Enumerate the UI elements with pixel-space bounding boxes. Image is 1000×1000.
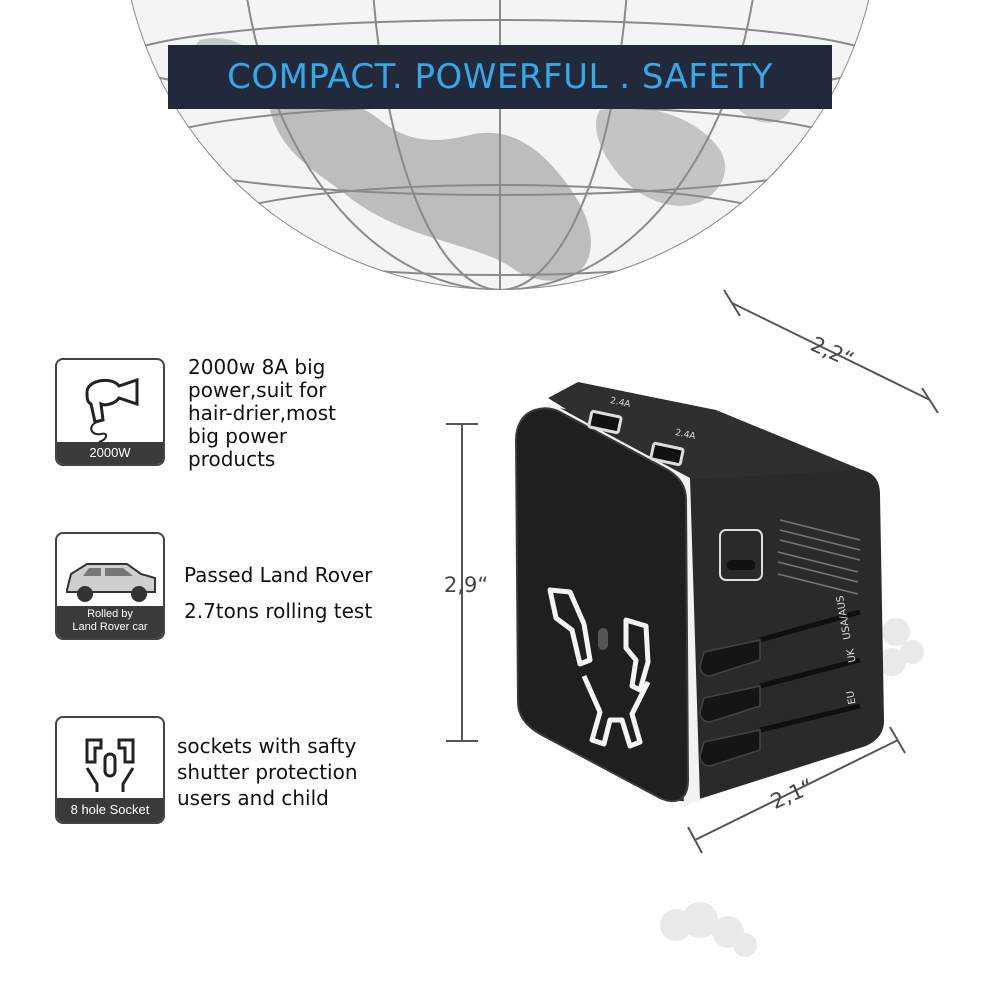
feature-text-line: shutter protection — [177, 760, 358, 784]
plug-slide-tracks — [759, 609, 861, 733]
cloud-decoration — [660, 618, 924, 957]
suv-car-graphic — [66, 563, 156, 602]
feature-description: Passed Land Rover 2.7tons rolling test — [184, 557, 372, 629]
socket-icon: 8 hole Socket — [55, 716, 165, 824]
feature-text-line: sockets with safty — [177, 734, 357, 758]
feature-caption-line: 2000W — [89, 445, 131, 460]
plug-slider-tabs — [699, 639, 761, 767]
feature-caption: Rolled by Land Rover car — [57, 606, 163, 638]
feature-caption-line: 8 hole Socket — [70, 802, 150, 817]
feature-text-line: 2000w 8A big — [188, 355, 326, 379]
feature-text-line: 2.7tons rolling test — [184, 599, 373, 623]
feature-caption: 8 hole Socket — [57, 798, 163, 822]
feature-description: sockets with safty shutter protection us… — [177, 733, 358, 811]
feature-caption-line: Land Rover car — [72, 621, 148, 633]
feature-caption-line: Rolled by — [87, 608, 133, 620]
plug-label-uk: UK — [845, 647, 859, 664]
usb-c-port — [719, 529, 763, 581]
feature-text-line: big power — [188, 424, 288, 448]
hair-dryer-icon: 2000W — [55, 358, 165, 466]
feature-description: 2000w 8A big power,suit for hair-drier,m… — [188, 356, 336, 471]
hair-dryer-graphic — [85, 377, 139, 443]
width-dimension-line — [687, 726, 906, 854]
headline-banner: COMPACT. POWERFUL . SAFETY — [168, 45, 832, 109]
feature-text-line: hair-drier,most — [188, 401, 336, 425]
adapter-top-face — [548, 382, 862, 480]
feature-text-line: products — [188, 447, 276, 471]
socket-graphic — [85, 738, 135, 792]
label-print — [777, 519, 861, 595]
front-socket — [547, 587, 651, 749]
plug-label-eu: EU — [845, 689, 859, 706]
feature-text-line: users and child — [177, 786, 329, 810]
suv-car-icon: Rolled by Land Rover car — [55, 532, 165, 640]
front-socket-center — [598, 628, 608, 650]
adapter-side-panel — [560, 408, 884, 802]
headline-text: COMPACT. POWERFUL . SAFETY — [227, 57, 773, 97]
feature-caption: 2000W — [57, 442, 163, 464]
height-dimension-label: 2,9“ — [444, 573, 489, 597]
usb-ports — [587, 409, 685, 467]
depth-dimension-line — [723, 289, 939, 414]
adapter-front-face — [514, 407, 690, 803]
height-dimension-line — [446, 423, 478, 742]
feature-text-line: Passed Land Rover — [184, 563, 373, 587]
feature-text-line: power,suit for — [188, 378, 327, 402]
